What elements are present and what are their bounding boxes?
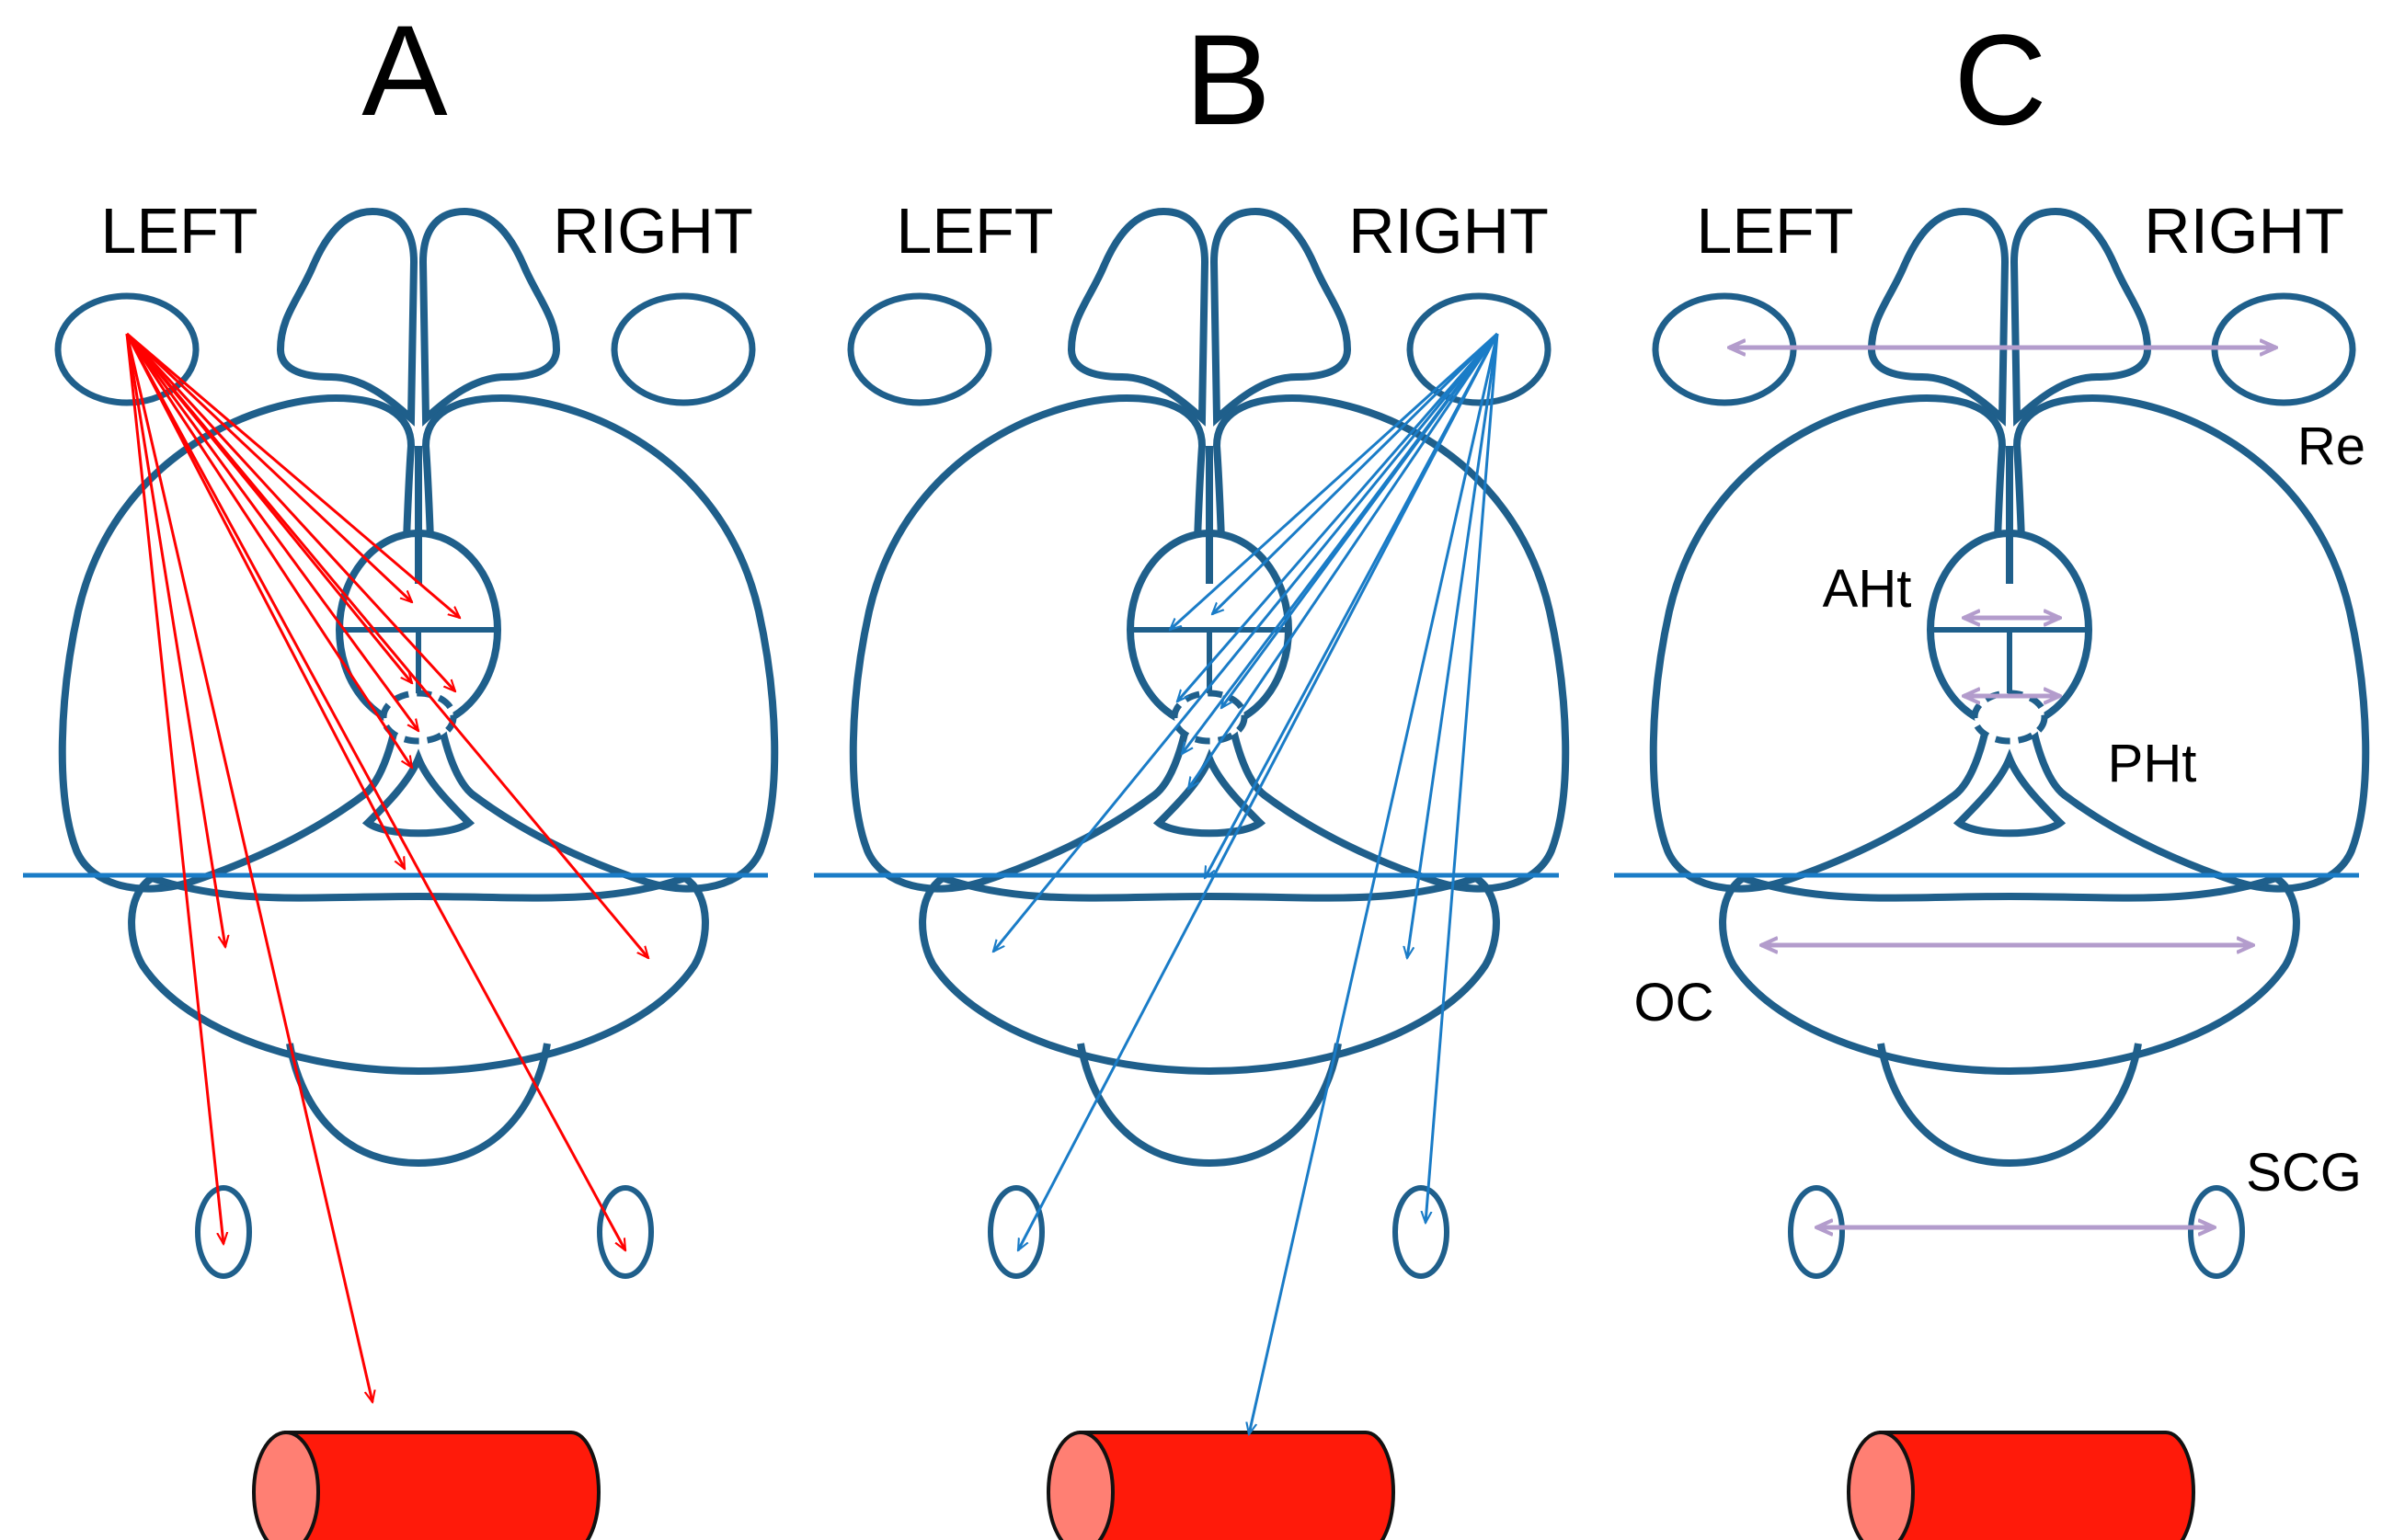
panel-c-right-label: RIGHT bbox=[2144, 195, 2344, 267]
panel-b-left-label: LEFT bbox=[896, 195, 1053, 267]
panel-b-right-retina bbox=[1406, 292, 1552, 406]
panel-c-left-label: LEFT bbox=[1696, 195, 1853, 267]
panel-a-brain-outline bbox=[23, 211, 774, 1163]
panel-c-brain-outline bbox=[1614, 211, 2365, 1163]
panel-a-projection-arrows bbox=[125, 332, 648, 1402]
panel-c: C LEFT RIGHT Re AHt PHt OC SCG bbox=[1614, 7, 2365, 1540]
panel-a: A LEFT RIGHT bbox=[23, 0, 774, 1540]
pht-label: PHt bbox=[2108, 734, 2197, 793]
panel-a-right-label: RIGHT bbox=[553, 195, 753, 267]
panel-b-right-label: RIGHT bbox=[1348, 195, 1549, 267]
aht-label: AHt bbox=[1823, 559, 1912, 619]
panel-c-letter: C bbox=[1953, 7, 2046, 152]
panel-a-left-scg bbox=[195, 1185, 252, 1279]
panel-b-right-scg bbox=[1392, 1185, 1449, 1279]
re-label: Re bbox=[2297, 416, 2365, 476]
panel-a-left-label: LEFT bbox=[100, 195, 258, 267]
panel-b-left-scg bbox=[988, 1185, 1045, 1279]
panel-b-left-retina bbox=[847, 292, 992, 406]
panel-c-bidirectional-arrows bbox=[1729, 348, 2276, 1227]
panel-a-right-retina bbox=[611, 292, 756, 406]
panel-a-letter: A bbox=[361, 0, 448, 143]
panel-b-blood-vessel bbox=[1047, 1431, 1395, 1540]
panel-a-left-retina bbox=[54, 292, 200, 406]
panel-b: B LEFT RIGHT bbox=[814, 7, 1565, 1540]
panel-b-projection-arrows bbox=[993, 332, 1499, 1434]
oc-label: OC bbox=[1634, 973, 1714, 1032]
panel-c-blood-vessel bbox=[1847, 1431, 2195, 1540]
panel-c-left-scg bbox=[1788, 1185, 1845, 1279]
panel-a-blood-vessel bbox=[252, 1431, 601, 1540]
panel-c-right-scg bbox=[2188, 1185, 2245, 1279]
scg-label: SCG bbox=[2246, 1143, 2362, 1203]
panel-a-right-scg bbox=[597, 1185, 654, 1279]
panel-b-letter: B bbox=[1185, 7, 1270, 152]
